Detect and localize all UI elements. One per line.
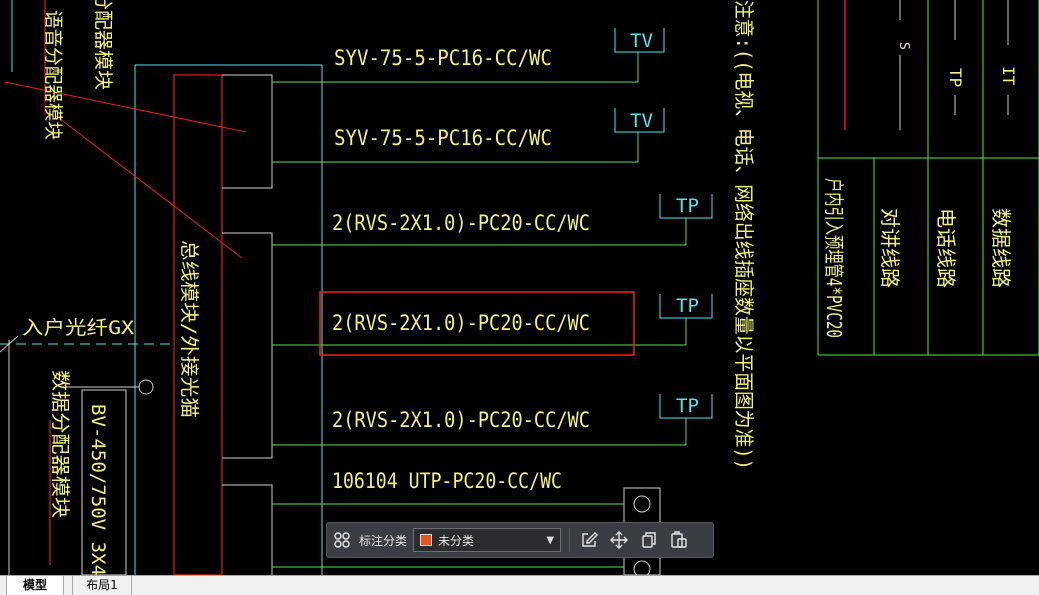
legend-row-phone: 电话线路 — [934, 208, 958, 288]
annotation-toolbar: 标注分类 未分类 ▼ — [326, 522, 714, 558]
category-label: 标注分类 — [359, 533, 408, 548]
edit-icon[interactable] — [574, 523, 604, 557]
category-color-swatch — [420, 534, 433, 546]
label-voice-splitter: 语音分配器模块 — [42, 10, 64, 140]
label-fiber-in: 入户光纤GX — [22, 317, 135, 339]
circuit-label-6: 106104 UTP-PC20-CC/WC — [332, 469, 562, 493]
layout-tab-bar: 模型 布局1 — [0, 575, 1039, 595]
circuit-label-5: 2(RVS-2X1.0)-PC20-CC/WC — [332, 408, 590, 432]
legend-row-intercom: 对讲线路 — [878, 208, 902, 288]
outlet-tv-1: TV — [630, 30, 653, 52]
note-vertical: 注意:((电视、电话、网络出线插座数量以平面图为准)) — [732, 0, 756, 470]
legend-symbol-tp: TP — [946, 68, 965, 87]
grid-icon[interactable] — [327, 523, 357, 557]
category-select-value: 未分类 — [438, 533, 475, 548]
outlet-tp-1: TP — [676, 195, 699, 217]
label-data-splitter: 数据分配器模块 — [49, 370, 71, 518]
category-select[interactable]: 未分类 ▼ — [413, 528, 562, 552]
paste-icon[interactable] — [664, 523, 694, 557]
circuit-label-1: SYV-75-5-PC16-CC/WC — [334, 46, 552, 70]
selection-highlight-box — [319, 291, 635, 356]
label-bv-cable: BV-450/750V 3X4 — [87, 404, 109, 575]
outlet-tv-2: TV — [630, 110, 653, 132]
cad-drawing-canvas[interactable]: S TP IT 户内引入预埋管4*PVC20 对讲线路 电话线路 数据线路 注意… — [0, 0, 1039, 575]
tab-layout1[interactable]: 布局1 — [72, 576, 132, 595]
legend-row-intake: 户内引入预埋管4*PVC20 — [822, 178, 846, 338]
label-splitter-cut: 分配器模块 — [92, 0, 114, 90]
legend-symbol-s: S — [896, 42, 911, 50]
outlet-tp-3: TP — [676, 395, 699, 417]
outlet-tp-2: TP — [676, 295, 699, 317]
chevron-down-icon: ▼ — [546, 534, 555, 546]
legend-row-data: 数据线路 — [989, 208, 1013, 288]
move-icon[interactable] — [604, 523, 634, 557]
circuit-label-2: SYV-75-5-PC16-CC/WC — [334, 126, 552, 150]
copy-icon[interactable] — [634, 523, 664, 557]
label-main-module: 总线模块/外接光猫 — [178, 240, 200, 418]
circuit-label-4[interactable]: 2(RVS-2X1.0)-PC20-CC/WC — [332, 311, 590, 335]
legend-symbol-it: IT — [999, 66, 1018, 86]
tab-model[interactable]: 模型 — [6, 576, 64, 595]
toolbar-divider — [569, 528, 571, 552]
circuit-label-3: 2(RVS-2X1.0)-PC20-CC/WC — [332, 211, 590, 235]
